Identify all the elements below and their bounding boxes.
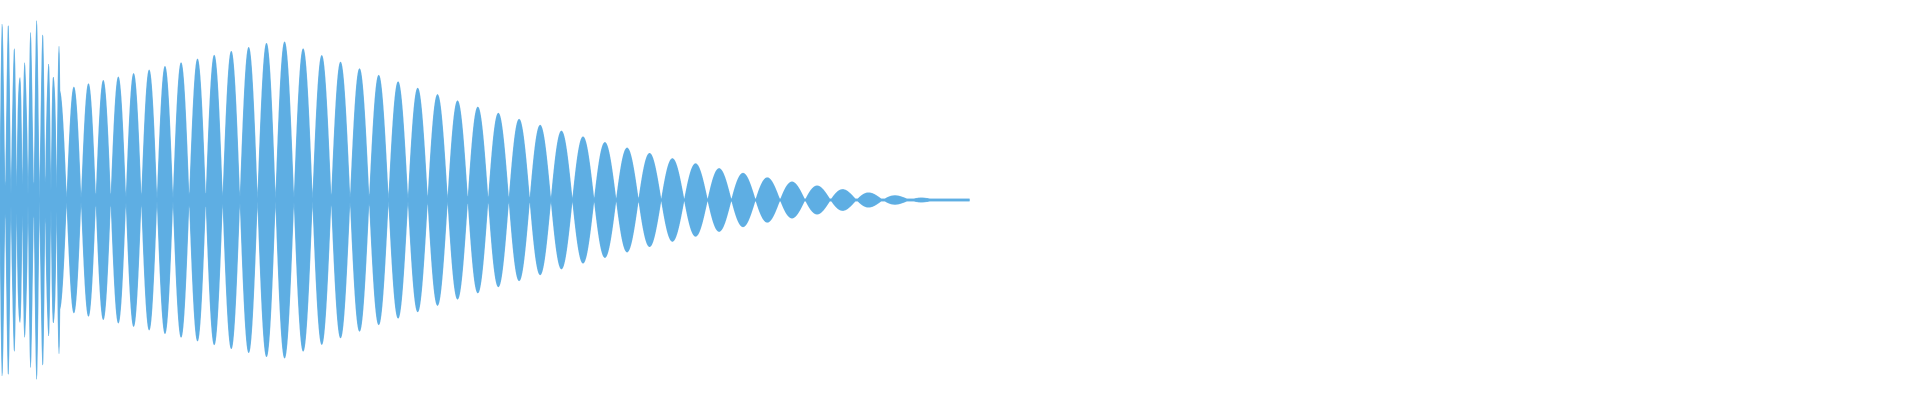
waveform-view[interactable] (0, 0, 1920, 400)
waveform-display[interactable] (0, 0, 1920, 400)
